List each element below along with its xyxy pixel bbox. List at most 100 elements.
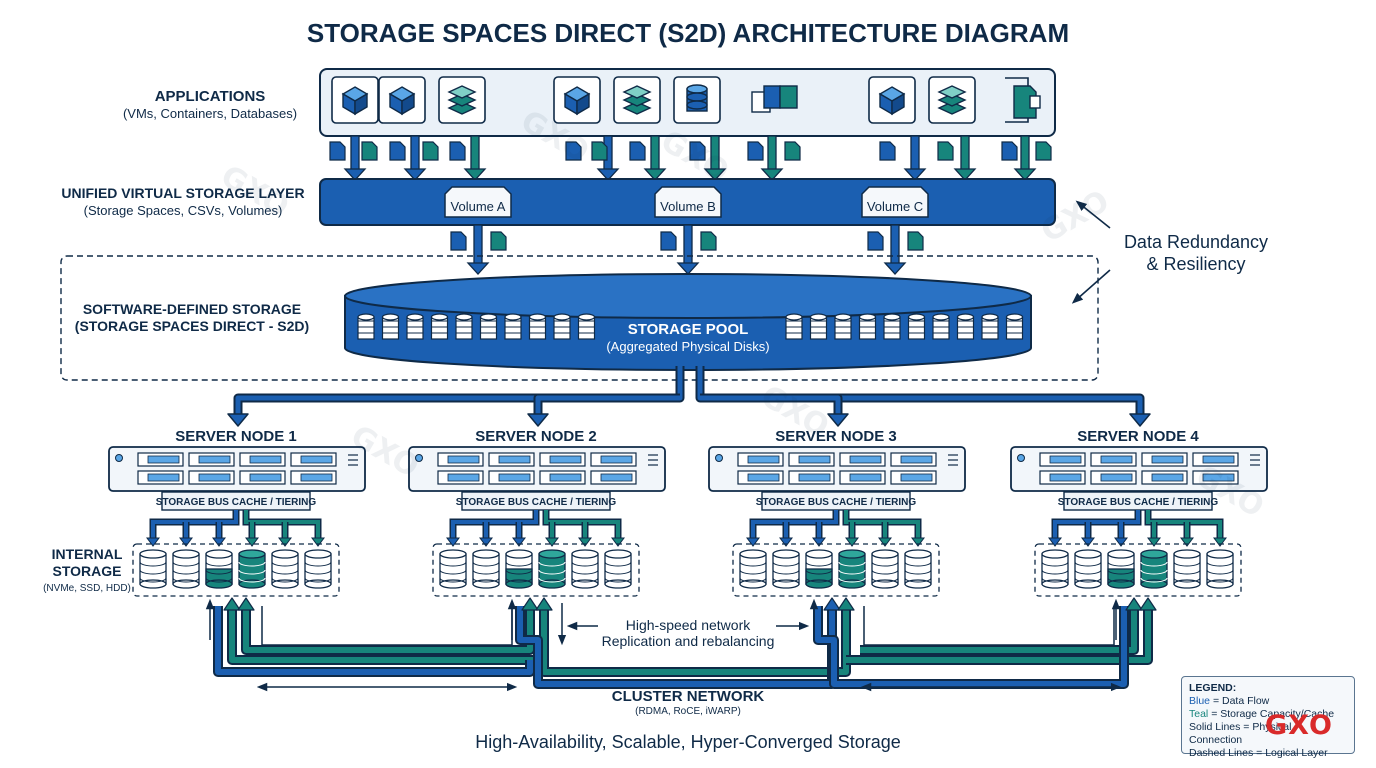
internal-disk-icon [139, 549, 167, 589]
pool-disk-icon [834, 313, 852, 340]
internal-disk-icon [271, 549, 299, 589]
app-icon-cube-1 [331, 76, 379, 124]
data-block-icon [784, 141, 801, 161]
volume-c[interactable]: Volume C [861, 186, 929, 218]
volume-flow-arrow-2 [676, 224, 700, 275]
network-up-arrow [223, 597, 241, 611]
app-icon-layers-8 [928, 76, 976, 124]
network-up-arrow [837, 597, 855, 611]
applications-sub: (VMs, Containers, Databases) [123, 106, 297, 121]
data-block-icon [1035, 141, 1052, 161]
pool-disk-icon [577, 313, 596, 340]
pool-disk-icon [907, 313, 926, 340]
internal-disk-icon [439, 549, 467, 589]
data-block-icon [660, 231, 677, 251]
network-link-teal-5 [860, 606, 1139, 655]
network-up-arrow [237, 597, 255, 611]
server-node-label: SERVER NODE 3 [775, 428, 896, 445]
pool-disk-icon [455, 313, 473, 340]
data-block-icon [565, 141, 582, 161]
pool-disk-icon [553, 313, 571, 340]
legend-item-solid: Solid Lines = Physical Connection [1189, 721, 1292, 746]
app-flow-arrow-7 [760, 135, 784, 181]
data-block-icon [449, 141, 466, 161]
app-flow-arrow-3 [463, 135, 487, 181]
app-flow-arrow-1 [343, 135, 367, 181]
app-flow-arrow-6 [703, 135, 727, 181]
legend-item-blue: Blue = Data Flow [1189, 695, 1270, 707]
pool-disk-icon [932, 313, 950, 340]
sds-line1: SOFTWARE-DEFINED STORAGE [83, 301, 301, 317]
app-icon-layers-5 [613, 76, 661, 124]
data-block-icon [747, 141, 764, 161]
legend-item-teal: Teal = Storage Capacity/Cache [1189, 708, 1335, 720]
legend-item-dashed: Dashed Lines = Logical Layer [1189, 747, 1328, 759]
data-block-icon [629, 141, 646, 161]
data-block-icon [329, 141, 346, 161]
network-up-arrow [521, 597, 539, 611]
volume-a[interactable]: Volume A [444, 186, 512, 218]
internal-disk-icon [904, 549, 932, 589]
app-icon-cube-7 [868, 76, 916, 124]
cache-tier-label: STORAGE BUS CACHE / TIERING [1058, 497, 1219, 508]
data-block-icon [937, 141, 954, 161]
internal-disk-group [732, 543, 940, 597]
storage-pool [344, 273, 1032, 371]
cache-flow-blue [449, 510, 540, 540]
internal-disk-icon [772, 549, 800, 589]
app-icon-cube-4 [553, 76, 601, 124]
data-block-icon [591, 141, 608, 161]
cache-flow-blue [149, 510, 240, 540]
data-block-icon [867, 231, 884, 251]
network-link-teal-2 [241, 606, 535, 655]
network-up-arrow [1139, 597, 1157, 611]
app-flow-arrow-10 [1013, 135, 1037, 181]
pool-disk-icon [981, 313, 999, 340]
cache-flow-blue [1051, 510, 1142, 540]
pool-disk-icon [479, 313, 498, 340]
internal-disk-icon [505, 549, 533, 589]
data-block-icon [1001, 141, 1018, 161]
page-title: STORAGE SPACES DIRECT (S2D) ARCHITECTURE… [307, 18, 1069, 48]
pool-disk-icon [956, 313, 975, 340]
network-up-arrow [823, 597, 841, 611]
internal-storage-line1: INTERNAL [52, 546, 123, 562]
pool-disk-icon [528, 313, 547, 340]
data-block-icon [389, 141, 406, 161]
server-node-label: SERVER NODE 2 [475, 428, 596, 445]
app-flow-arrow-9 [953, 135, 977, 181]
data-block-icon [907, 231, 924, 251]
footer-text: High-Availability, Scalable, Hyper-Conve… [475, 732, 901, 752]
internal-disk-icon [838, 549, 866, 589]
internal-disk-icon [538, 549, 566, 589]
internal-disk-icon [739, 549, 767, 589]
internal-disk-group [432, 543, 640, 597]
legend-title: LEGEND: [1189, 682, 1237, 694]
internal-disk-icon [1140, 549, 1168, 589]
internal-disk-icon [1173, 549, 1201, 589]
app-icon-cube-2 [378, 76, 426, 124]
internal-disk-icon [571, 549, 599, 589]
redundancy-line2: & Resiliency [1146, 254, 1245, 274]
pool-disk-icon [357, 313, 375, 340]
data-block-icon [700, 231, 717, 251]
volume-b[interactable]: Volume B [654, 186, 722, 218]
cache-flow-teal [242, 510, 322, 540]
pool-label: STORAGE POOL [628, 321, 749, 338]
volume-label: Volume B [660, 199, 716, 214]
internal-disk-icon [604, 549, 632, 589]
sds-dashed-box [60, 255, 1099, 381]
volume-label: Volume C [867, 199, 923, 214]
internal-disk-icon [172, 549, 200, 589]
network-link-blue-1 [213, 606, 535, 677]
network-up-arrow [535, 597, 553, 611]
network-note-line1: High-speed network [626, 617, 752, 633]
data-block-icon [879, 141, 896, 161]
network-note-line2: Replication and rebalancing [602, 633, 775, 649]
cluster-network-sub: (RDMA, RoCE, iWARP) [635, 706, 741, 717]
data-block-icon [689, 141, 706, 161]
